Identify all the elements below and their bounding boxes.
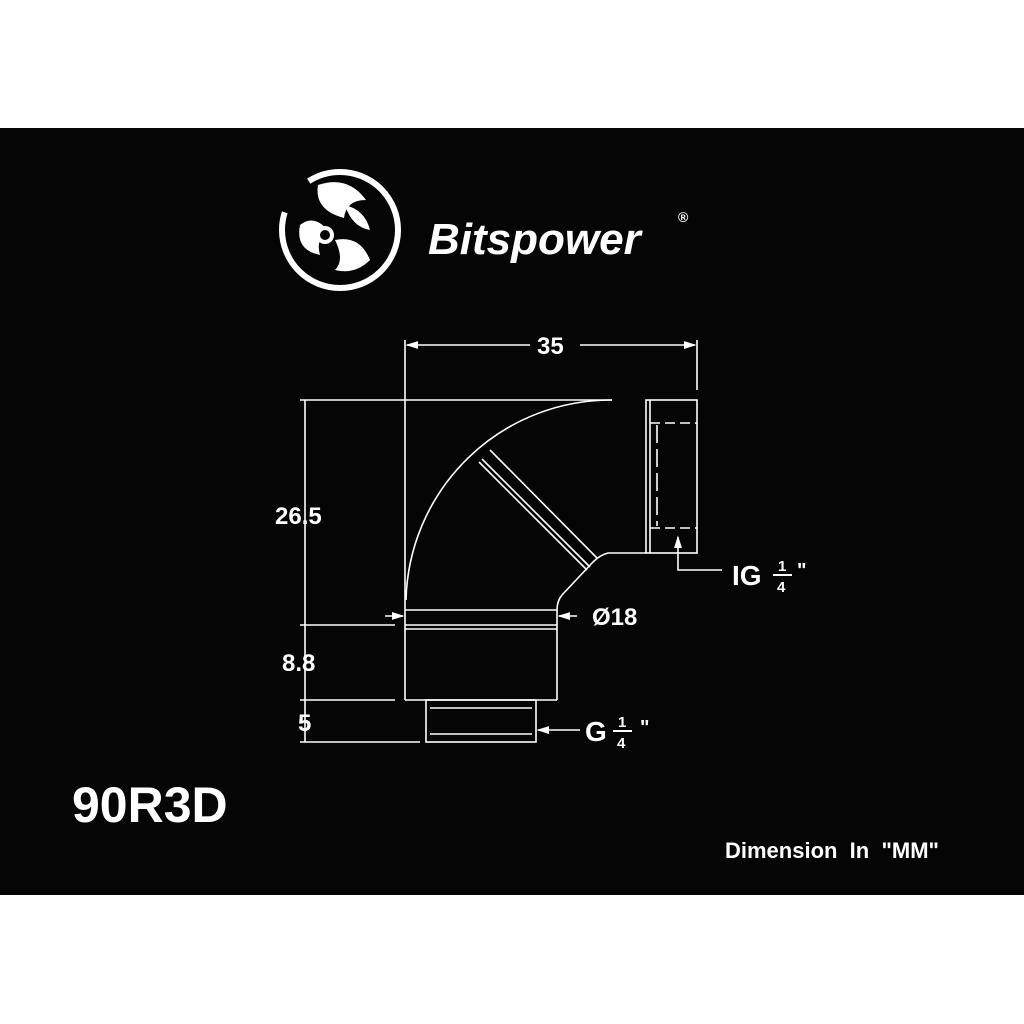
svg-text:": " (640, 717, 649, 739)
brand-name: Bitspower (428, 215, 644, 264)
svg-text:4: 4 (777, 579, 786, 596)
thread-height-dimension: 5 (298, 710, 311, 737)
svg-text:1: 1 (618, 714, 626, 731)
units-note: Dimension In "MM" (725, 838, 939, 863)
svg-text:": " (797, 560, 806, 582)
svg-text:4: 4 (617, 735, 626, 752)
model-name: 90R3D (72, 777, 228, 833)
svg-text:G: G (585, 716, 607, 747)
drawing-panel (0, 128, 1024, 895)
upper-height-dimension: 26.5 (275, 503, 322, 530)
svg-text:IG: IG (732, 560, 762, 591)
middle-height-dimension: 8.8 (282, 650, 315, 677)
outer-thread-label: G 1 4 " (585, 714, 649, 752)
svg-text:1: 1 (778, 558, 786, 575)
diameter-dimension: Ø18 (592, 604, 637, 631)
inner-thread-label: IG 1 4 " (732, 558, 806, 596)
registered-mark: ® (678, 209, 689, 225)
bitspower-logo-icon (279, 169, 401, 291)
fitting-outline (300, 340, 722, 743)
width-dimension: 35 (537, 333, 564, 360)
